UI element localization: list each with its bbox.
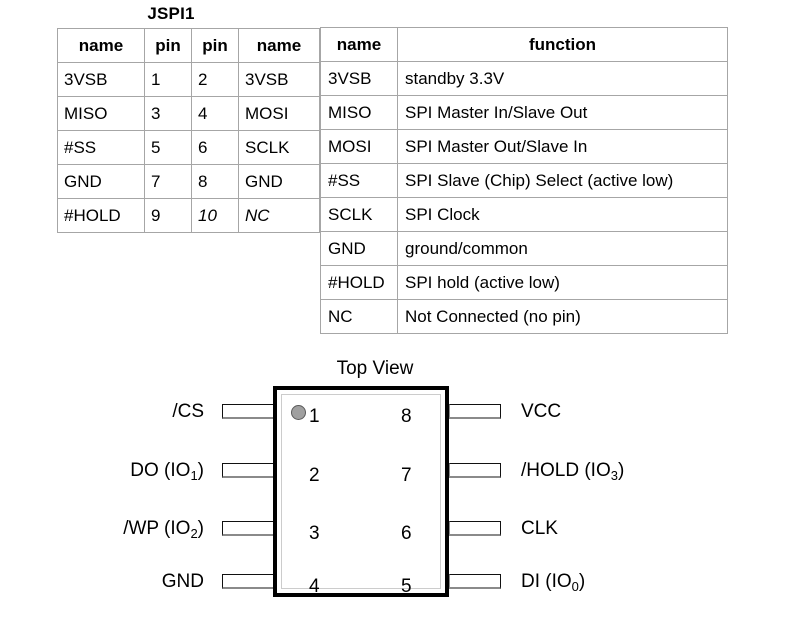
table-row: #SS SPI Slave (Chip) Select (active low) [320, 163, 728, 198]
jspi1-title: JSPI1 [147, 4, 195, 23]
pin-label-wp: /WP (IO2) [123, 518, 204, 541]
cell-pin-left: 7 [144, 164, 192, 199]
cell-pin-right: 10 [191, 198, 239, 233]
cell-pin-left: 5 [144, 130, 192, 165]
pin-label-di: DI (IO0) [521, 571, 586, 594]
cell-pin-left: 9 [144, 198, 192, 233]
pin-number-1: 1 [309, 406, 320, 427]
cell-signal-name: NC [320, 299, 398, 334]
cell-signal-name: GND [320, 231, 398, 266]
pin-number-2: 2 [309, 465, 320, 486]
cell-name-left: 3VSB [57, 62, 145, 97]
cell-pin-left: 1 [144, 62, 192, 97]
table-row: GND 7 8 GND [57, 164, 320, 199]
cell-pin-right: 6 [191, 130, 239, 165]
pin-1-marker-dot [291, 405, 306, 420]
lead-pin-7 [449, 463, 501, 478]
table-header-row: name function [320, 27, 728, 62]
cell-function: Not Connected (no pin) [397, 299, 728, 334]
cell-function: SPI Slave (Chip) Select (active low) [397, 163, 728, 198]
table-row: #HOLD 9 10 NC [57, 198, 320, 233]
cell-signal-name: #SS [320, 163, 398, 198]
pin-number-4: 4 [309, 576, 320, 597]
pin-label-vcc: VCC [521, 401, 562, 422]
cell-pin-right: 4 [191, 96, 239, 131]
cell-function: standby 3.3V [397, 61, 728, 96]
cell-name-right: GND [238, 164, 320, 199]
pin-number-5: 5 [401, 576, 412, 597]
pin-number-6: 6 [401, 523, 412, 544]
cell-function: ground/common [397, 231, 728, 266]
cell-function: SPI Master In/Slave Out [397, 95, 728, 130]
jspi1-header-table-block: JSPI1 name pin pin name 3VSB 1 2 3VSB MI… [57, 4, 320, 233]
cell-name-right: MOSI [238, 96, 320, 131]
lead-pin-2 [222, 463, 274, 478]
cell-pin-left: 3 [144, 96, 192, 131]
table-row: #HOLD SPI hold (active low) [320, 265, 728, 300]
column-header-name: name [320, 27, 398, 62]
cell-name-left: GND [57, 164, 145, 199]
lead-pin-5 [449, 574, 501, 589]
pin-number-7: 7 [401, 465, 412, 486]
pin-label-clk: CLK [521, 518, 558, 539]
lead-pin-8 [449, 404, 501, 419]
table-row: #SS 5 6 SCLK [57, 130, 320, 165]
chip-pinout-diagram: Top View /CS DO (IO1) /WP (IO2) GND VCC … [0, 358, 800, 617]
cell-name-left: #SS [57, 130, 145, 165]
lead-pin-3 [222, 521, 274, 536]
column-header-name-left: name [57, 28, 145, 63]
pin-label-hold: /HOLD (IO3) [521, 460, 625, 483]
table-row: MISO 3 4 MOSI [57, 96, 320, 131]
pin-label-do: DO (IO1) [130, 460, 204, 483]
jspi1-table: name pin pin name 3VSB 1 2 3VSB MISO 3 4… [57, 28, 320, 233]
cell-pin-right: 2 [191, 62, 239, 97]
pin-label-cs: /CS [172, 401, 204, 422]
table-row: 3VSB standby 3.3V [320, 61, 728, 96]
cell-function: SPI hold (active low) [397, 265, 728, 300]
cell-name-right: NC [238, 198, 320, 233]
lead-pin-6 [449, 521, 501, 536]
cell-name-left: MISO [57, 96, 145, 131]
cell-function: SPI Master Out/Slave In [397, 129, 728, 164]
table-row: MISO SPI Master In/Slave Out [320, 95, 728, 130]
pin-number-3: 3 [309, 523, 320, 544]
pin-number-8: 8 [401, 406, 412, 427]
cell-function: SPI Clock [397, 197, 728, 232]
pin-label-gnd: GND [161, 571, 204, 592]
column-header-pin-right: pin [191, 28, 239, 63]
lead-pin-1 [222, 404, 274, 419]
cell-signal-name: MISO [320, 95, 398, 130]
cell-signal-name: 3VSB [320, 61, 398, 96]
cell-signal-name: SCLK [320, 197, 398, 232]
cell-signal-name: MOSI [320, 129, 398, 164]
function-table: name function 3VSB standby 3.3V MISO SPI… [320, 27, 728, 334]
cell-name-right: SCLK [238, 130, 320, 165]
cell-name-left: #HOLD [57, 198, 145, 233]
top-view-label: Top View [336, 358, 414, 379]
table-row: GND ground/common [320, 231, 728, 266]
table-row: NC Not Connected (no pin) [320, 299, 728, 334]
cell-pin-right: 8 [191, 164, 239, 199]
column-header-pin-left: pin [144, 28, 192, 63]
table-row: 3VSB 1 2 3VSB [57, 62, 320, 97]
table-row: MOSI SPI Master Out/Slave In [320, 129, 728, 164]
chip-package-body: 1 2 3 4 8 7 6 5 [273, 386, 449, 597]
chip-inner-outline [281, 394, 441, 589]
function-table-block: name function 3VSB standby 3.3V MISO SPI… [320, 27, 728, 334]
cell-signal-name: #HOLD [320, 265, 398, 300]
cell-name-right: 3VSB [238, 62, 320, 97]
table-row: SCLK SPI Clock [320, 197, 728, 232]
column-header-name-right: name [238, 28, 320, 63]
table-header-row: name pin pin name [57, 28, 320, 63]
column-header-function: function [397, 27, 728, 62]
lead-pin-4 [222, 574, 274, 589]
